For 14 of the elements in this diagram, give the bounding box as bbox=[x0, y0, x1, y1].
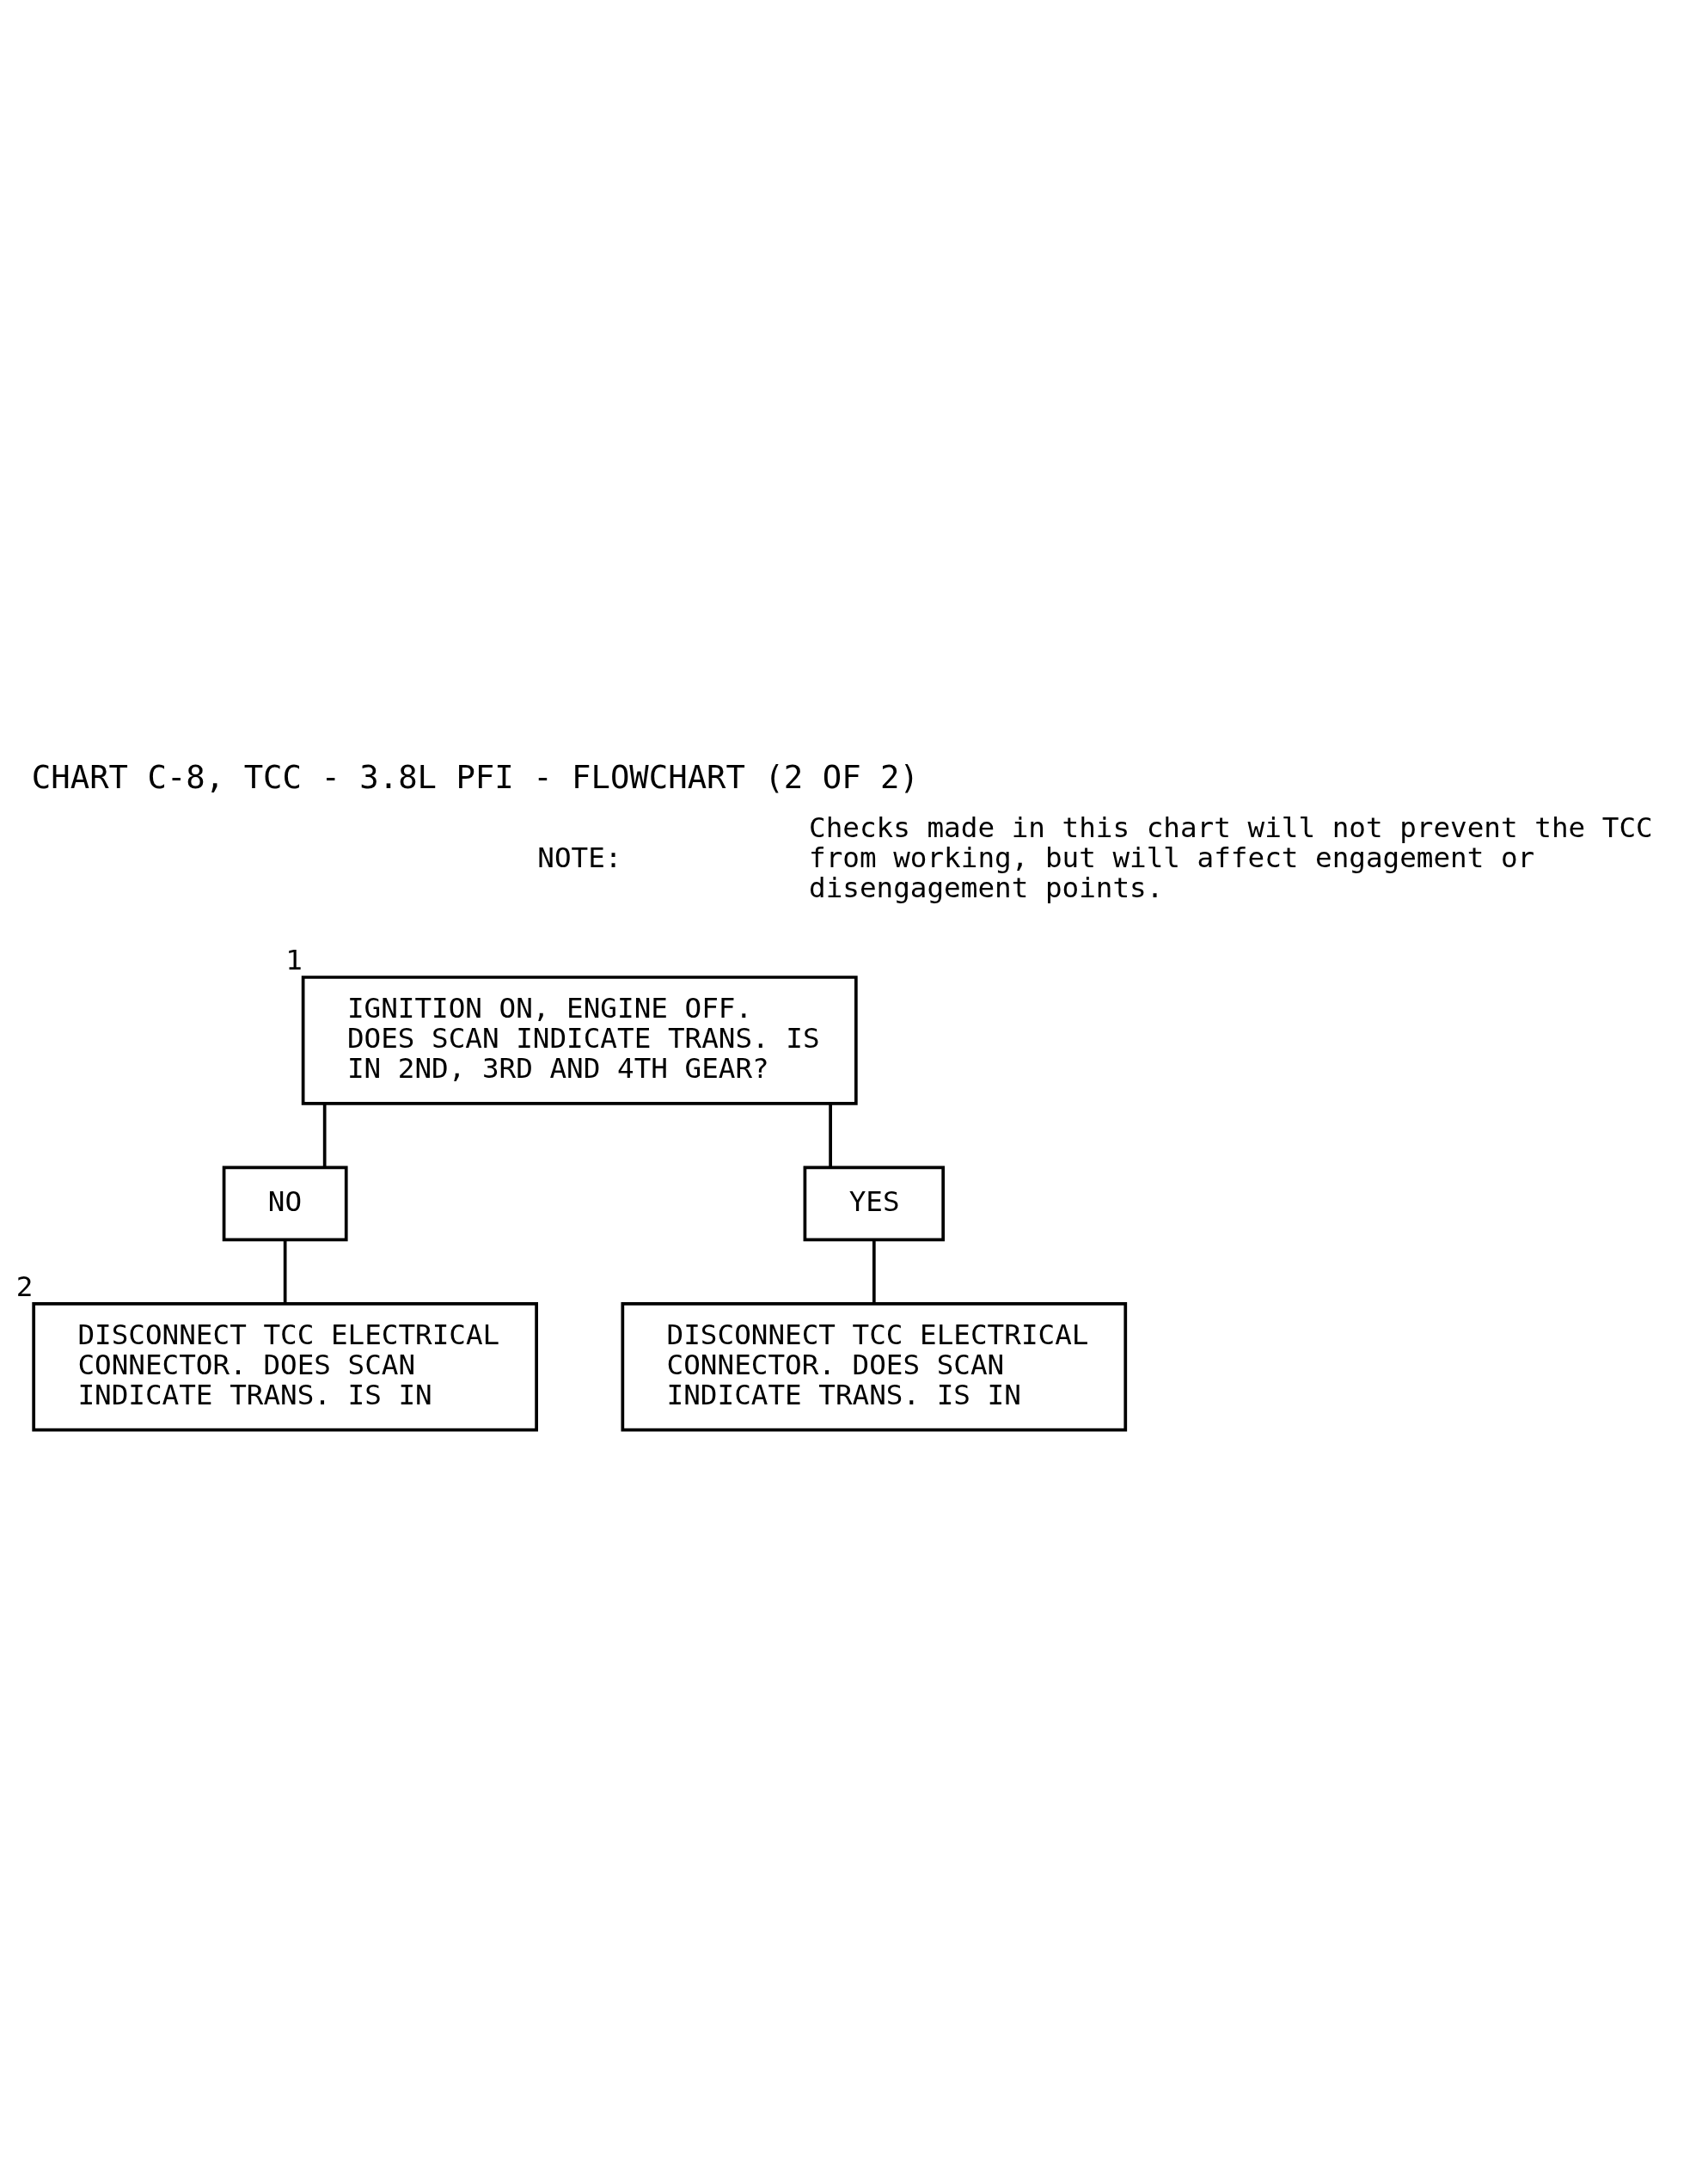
node-box: IGNITION ON, ENGINE OFF. DOES SCAN INDICATE TRANS. IS IN 2ND, 3RD AND 4TH GEAR? bbox=[301, 975, 858, 1105]
label: Checks made in this chart will not prevent the TCC from working, but will affect engagement or disengagement points. bbox=[809, 811, 1653, 904]
connector bbox=[829, 1103, 832, 1167]
node-label: 1 bbox=[285, 943, 303, 976]
node-label: 2 bbox=[15, 1269, 34, 1303]
node-box: DISCONNECT TCC ELECTRICAL CONNECTOR. DOES SCAN INDICATE TRANS. IS IN bbox=[621, 1301, 1128, 1432]
node-box: YES bbox=[803, 1165, 946, 1241]
label: NOTE: bbox=[537, 841, 622, 874]
diagram-title: CHART C-8, TCC - 3.8L PFI - FLOWCHART (2 OF 2) bbox=[31, 757, 919, 796]
node-box: NO bbox=[222, 1165, 348, 1241]
node-box: DISCONNECT TCC ELECTRICAL CONNECTOR. DOES SCAN INDICATE TRANS. IS IN bbox=[32, 1301, 538, 1432]
connector bbox=[322, 1103, 327, 1167]
connector bbox=[872, 1239, 876, 1303]
connector bbox=[283, 1239, 287, 1303]
